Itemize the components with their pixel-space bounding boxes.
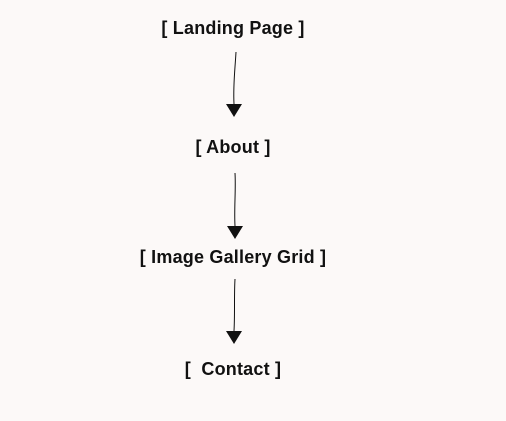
node-image-gallery-grid: [ Image Gallery Grid ] <box>139 247 327 267</box>
arrow-shaft <box>233 51 237 105</box>
arrow-shaft <box>233 278 236 332</box>
node-contact: [ Contact ] <box>184 359 282 379</box>
node-about: [ About ] <box>195 137 271 157</box>
arrowhead <box>226 331 242 344</box>
arrow-shaft <box>234 172 236 227</box>
arrow-landing-to-about <box>226 51 242 117</box>
arrowhead <box>227 226 243 239</box>
arrow-gallery-to-contact <box>226 278 242 344</box>
node-landing-page: [ Landing Page ] <box>161 18 305 38</box>
arrowhead <box>226 104 242 117</box>
arrow-about-to-gallery <box>227 172 243 239</box>
